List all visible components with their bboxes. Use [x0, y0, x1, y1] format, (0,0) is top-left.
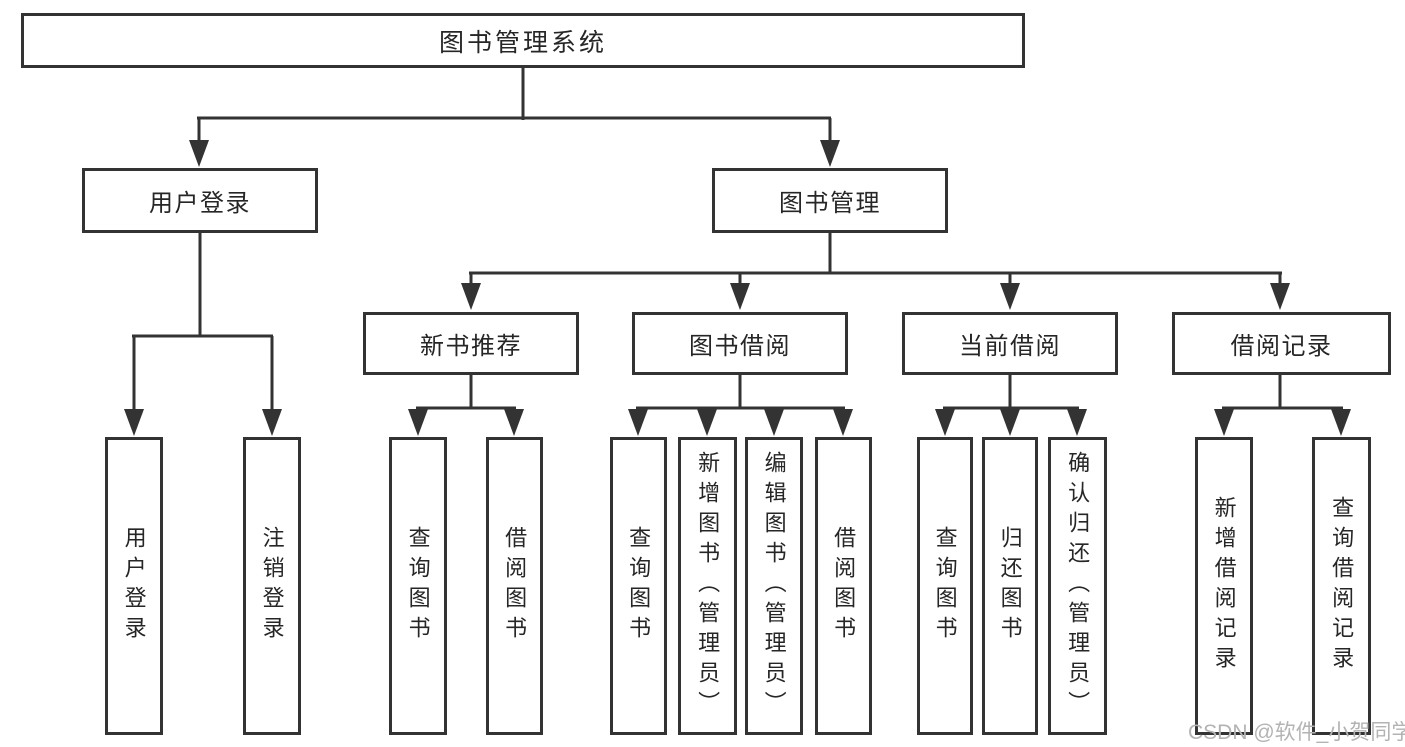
node-cb-query-books: 查询图书	[917, 437, 973, 735]
node-br-query-record: 查询借阅记录	[1312, 437, 1371, 735]
node-logout-action-label: 注销登录	[259, 526, 285, 646]
node-cb-query-books-label: 查询图书	[932, 526, 958, 646]
node-book-management-label: 图书管理	[779, 190, 881, 217]
node-bb-borrow-books-label: 借阅图书	[831, 526, 857, 646]
node-br-query-record-label: 查询借阅记录	[1329, 496, 1355, 676]
node-current-borrowing: 当前借阅	[902, 312, 1118, 375]
node-nb-borrow-books: 借阅图书	[486, 437, 543, 735]
node-br-add-record-label: 新增借阅记录	[1211, 496, 1237, 676]
node-new-book-recommend: 新书推荐	[363, 312, 579, 375]
node-nb-borrow-books-label: 借阅图书	[502, 526, 528, 646]
node-logout-action: 注销登录	[243, 437, 301, 735]
node-nb-query-books: 查询图书	[389, 437, 447, 735]
node-book-management: 图书管理	[712, 168, 948, 233]
node-nb-query-books-label: 查询图书	[405, 526, 431, 646]
node-cb-return-books: 归还图书	[982, 437, 1038, 735]
node-cb-confirm-return-admin: 确认归还（管理员）	[1048, 437, 1107, 735]
node-borrowing-records-label: 借阅记录	[1230, 333, 1333, 360]
node-current-borrowing-label: 当前借阅	[959, 333, 1061, 360]
node-user-login: 用户登录	[82, 168, 318, 233]
node-cb-return-books-label: 归还图书	[997, 526, 1023, 646]
node-bb-query-books-label: 查询图书	[626, 526, 652, 646]
node-user-login-action-label: 用户登录	[121, 526, 147, 646]
node-library-system-label: 图书管理系统	[438, 28, 607, 57]
node-library-system: 图书管理系统	[21, 13, 1025, 68]
node-user-login-action: 用户登录	[105, 437, 163, 735]
node-borrowing-records: 借阅记录	[1172, 312, 1391, 375]
node-br-add-record: 新增借阅记录	[1195, 437, 1253, 735]
node-book-borrowing: 图书借阅	[632, 312, 848, 375]
node-bb-add-books-admin: 新增图书（管理员）	[678, 437, 737, 735]
csdn-watermark: CSDN @软件_小贺同学	[1188, 721, 1405, 744]
node-bb-query-books: 查询图书	[610, 437, 667, 735]
node-new-book-recommend-label: 新书推荐	[420, 333, 522, 360]
node-book-borrowing-label: 图书借阅	[689, 333, 791, 360]
node-bb-borrow-books: 借阅图书	[815, 437, 872, 735]
node-user-login-label: 用户登录	[149, 190, 251, 217]
node-bb-edit-books-admin: 编辑图书（管理员）	[745, 437, 803, 735]
node-cb-confirm-return-admin-label: 确认归还（管理员）	[1065, 451, 1091, 721]
node-bb-edit-books-admin-label: 编辑图书（管理员）	[761, 451, 787, 721]
node-bb-add-books-admin-label: 新增图书（管理员）	[695, 451, 721, 721]
